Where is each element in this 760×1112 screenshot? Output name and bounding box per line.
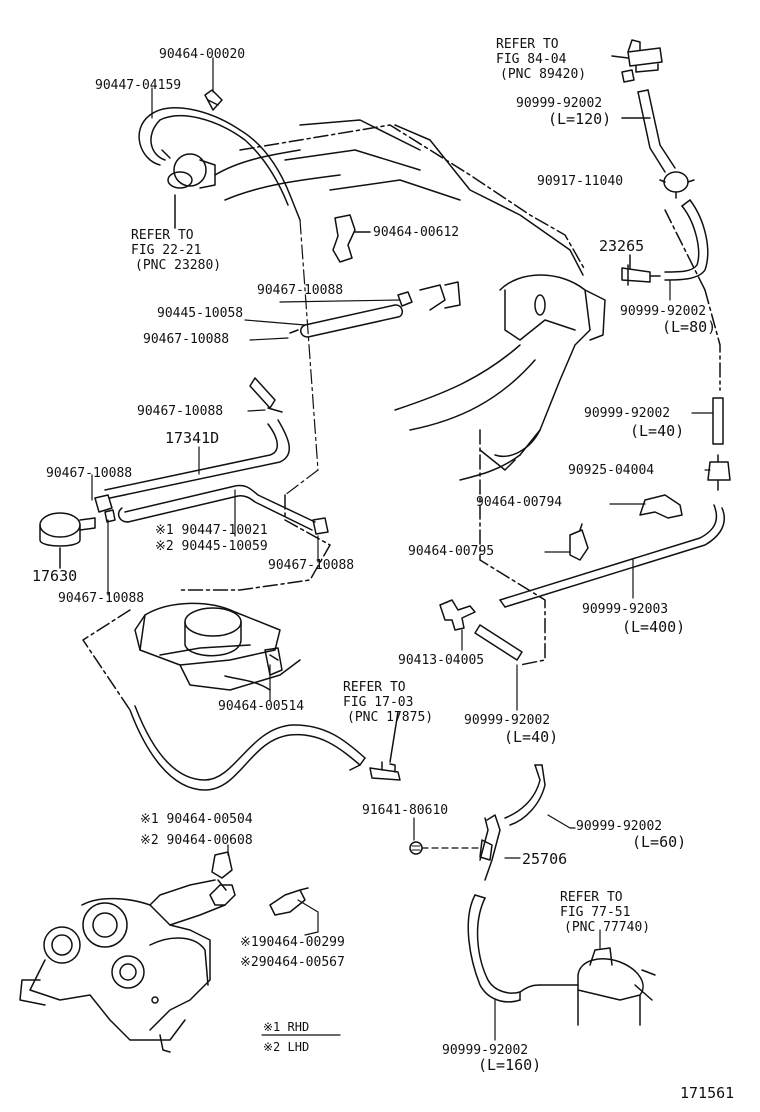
hose-90999-92002-l80 xyxy=(664,199,721,391)
vsv-fig-84-04 xyxy=(611,39,663,83)
legend-rhd: ※1 RHD xyxy=(263,1020,310,1034)
part-number-90464-00795: 90464-00795 xyxy=(408,544,495,559)
clip-90464-00795 xyxy=(544,523,589,561)
valve-17630 xyxy=(39,512,96,569)
part-number-90467-10088-f: 90467-10088 xyxy=(58,591,145,606)
engine-body-mid xyxy=(82,494,331,711)
part-number-90917-11040: 90917-11040 xyxy=(537,174,624,189)
part-number-90464-00299: ※190464-00299 xyxy=(240,935,345,950)
part-number-90925-04004: 90925-04004 xyxy=(568,463,655,478)
hose-90999-92003-l400 xyxy=(499,504,726,608)
part-number-90464-00608: ※2 90464-00608 xyxy=(140,833,253,848)
leaders-mid-left xyxy=(91,299,401,596)
reference-fig-84-04-line3: (PNC 89420) xyxy=(500,67,587,82)
vsv-top-left xyxy=(138,89,301,229)
part-number-90413-04005: 90413-04005 xyxy=(398,653,485,668)
reference-fig-84-04-line2: FIG 84-04 xyxy=(496,52,567,67)
part-number-90467-10088-c: 90467-10088 xyxy=(137,404,224,419)
leaders-top-left xyxy=(151,57,319,496)
part-number-25706: 25706 xyxy=(522,850,568,868)
part-number-90999-92002-c: 90999-92002 xyxy=(584,406,671,421)
hose-90999-92002-l40-a xyxy=(691,397,724,445)
canister-fig-77-51 xyxy=(519,929,656,1026)
part-number-90464-00567: ※290464-00567 xyxy=(240,955,345,970)
reference-fig-77-51-line1: REFER TO xyxy=(560,890,623,905)
clip-90464-00794 xyxy=(609,494,683,519)
length-l60: (L=60) xyxy=(632,833,687,851)
reference-fig-22-21-line3: (PNC 23280) xyxy=(135,258,222,273)
part-number-90999-92002-d: 90999-92002 xyxy=(464,713,551,728)
reference-fig-84-04-line1: REFER TO xyxy=(496,37,559,52)
clamp-91641-80610 xyxy=(409,817,479,855)
length-l160: (L=160) xyxy=(478,1056,542,1074)
hose-90999-92002-l60 xyxy=(504,764,576,829)
part-number-90467-10088-d: 90467-10088 xyxy=(46,466,133,481)
dashdot-lower-right xyxy=(479,429,546,666)
part-number-90464-00794: 90464-00794 xyxy=(476,495,563,510)
part-number-90464-00020: 90464-00020 xyxy=(159,47,246,62)
length-l80: (L=80) xyxy=(662,318,717,336)
pipe-17341D xyxy=(94,377,329,535)
reference-fig-77-51-line3: (PNC 77740) xyxy=(564,920,651,935)
part-number-90447-10021: ※1 90447-10021 xyxy=(155,523,268,538)
part-number-91641-80610: 91641-80610 xyxy=(362,803,449,818)
length-l120: (L=120) xyxy=(548,110,612,128)
part-number-90999-92003: 90999-92003 xyxy=(582,602,669,617)
connector-90925-04004 xyxy=(704,454,731,491)
part-number-90467-10088-b: 90467-10088 xyxy=(143,332,230,347)
vsv-90917-11040 xyxy=(659,171,695,199)
engine-lower-left xyxy=(19,879,236,1053)
clip-90464-00612 xyxy=(332,214,371,263)
hose-90999-92002-l160 xyxy=(467,894,521,1041)
reference-fig-22-21-line1: REFER TO xyxy=(131,228,194,243)
part-number-90999-92002-b: 90999-92002 xyxy=(620,304,707,319)
reference-fig-17-03-line1: REFER TO xyxy=(343,680,406,695)
part-number-90464-00612: 90464-00612 xyxy=(373,225,460,240)
part-number-17630: 17630 xyxy=(32,567,78,585)
part-number-90999-92002-a: 90999-92002 xyxy=(516,96,603,111)
length-l40-a: (L=40) xyxy=(630,422,685,440)
clip-90464-00299 xyxy=(269,887,319,936)
length-l40-b: (L=40) xyxy=(504,728,559,746)
vacuum-pipe-25706 xyxy=(479,814,521,881)
part-number-90445-10059: ※2 90445-10059 xyxy=(155,539,268,554)
reference-fig-17-03-line3: (PNC 17875) xyxy=(347,710,434,725)
part-number-90467-10088-e: 90467-10088 xyxy=(268,558,355,573)
part-number-23265: 23265 xyxy=(599,237,645,255)
part-number-90467-10088-a: 90467-10088 xyxy=(257,283,344,298)
hose-to-fig-17-03 xyxy=(129,705,401,791)
clip-90464-00504 xyxy=(211,851,233,891)
hose-90445-10058 xyxy=(289,281,461,338)
length-l400: (L=400) xyxy=(622,618,686,636)
reference-fig-17-03-line2: FIG 17-03 xyxy=(343,695,414,710)
sensor-23265 xyxy=(621,254,661,286)
part-number-90447-04159: 90447-04159 xyxy=(95,78,182,93)
part-number-90999-92002-e: 90999-92002 xyxy=(576,819,663,834)
tee-90413-04005 xyxy=(439,599,476,651)
reference-fig-77-51-line2: FIG 77-51 xyxy=(560,905,631,920)
legend-lhd: ※2 LHD xyxy=(263,1040,310,1054)
part-number-90999-92002-f: 90999-92002 xyxy=(442,1043,529,1058)
part-number-90445-10058: 90445-10058 xyxy=(157,306,244,321)
figure-number: 171561 xyxy=(680,1084,735,1102)
part-number-90464-00514: 90464-00514 xyxy=(218,699,305,714)
part-number-17341D: 17341D xyxy=(165,429,220,447)
part-number-90464-00504: ※1 90464-00504 xyxy=(140,812,253,827)
intake-manifold-outline xyxy=(214,119,606,481)
hose-90999-92002-l120 xyxy=(621,89,676,173)
hose-90999-92002-l40-b xyxy=(474,624,523,711)
reference-fig-22-21-line2: FIG 22-21 xyxy=(131,243,202,258)
